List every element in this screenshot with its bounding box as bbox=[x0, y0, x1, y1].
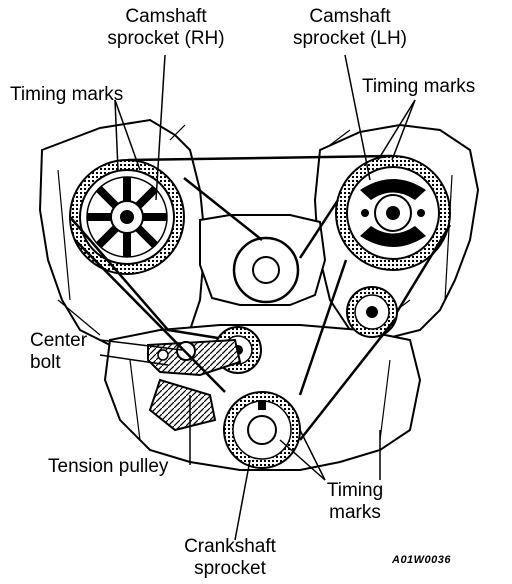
label-tension-pulley: Tension pulley bbox=[48, 456, 169, 477]
label-camshaft-rh-line2: sprocket (RH) bbox=[107, 28, 225, 49]
label-center-bolt: Center bolt bbox=[30, 330, 87, 374]
label-timing-marks-left: Timing marks bbox=[10, 84, 124, 105]
label-camshaft-sprocket-rh: Camshaft sprocket (RH) bbox=[86, 6, 246, 50]
label-center-bolt-line1: Center bbox=[30, 330, 88, 351]
figure-code: A01W0036 bbox=[392, 554, 452, 566]
leader-lines bbox=[99, 54, 416, 541]
camshaft-sprocket-lh bbox=[335, 155, 451, 271]
camshaft-sprocket-rh bbox=[69, 159, 185, 275]
label-camshaft-lh-line1: Camshaft bbox=[309, 6, 391, 27]
label-timing-marks-bottom: Timing marks bbox=[310, 480, 400, 524]
label-center-bolt-line2: bolt bbox=[30, 352, 61, 373]
label-camshaft-lh-line2: sprocket (LH) bbox=[292, 28, 408, 49]
timing-belt bbox=[69, 154, 452, 441]
label-crankshaft-line2: sprocket bbox=[194, 558, 266, 579]
tensioner-arm bbox=[147, 338, 242, 432]
crankshaft-sprocket bbox=[223, 391, 301, 469]
label-timing-marks-right: Timing marks bbox=[362, 76, 476, 97]
idler-pulley bbox=[346, 286, 398, 338]
label-crankshaft-sprocket: Crankshaft sprocket bbox=[160, 536, 300, 580]
label-camshaft-sprocket-lh: Camshaft sprocket (LH) bbox=[270, 6, 430, 50]
center-pulley bbox=[232, 236, 300, 304]
label-timing-marks-bottom-line2: marks bbox=[329, 502, 381, 523]
label-camshaft-rh-line1: Camshaft bbox=[125, 6, 207, 27]
label-crankshaft-line1: Crankshaft bbox=[184, 536, 276, 557]
label-timing-marks-bottom-line1: Timing bbox=[326, 480, 384, 501]
